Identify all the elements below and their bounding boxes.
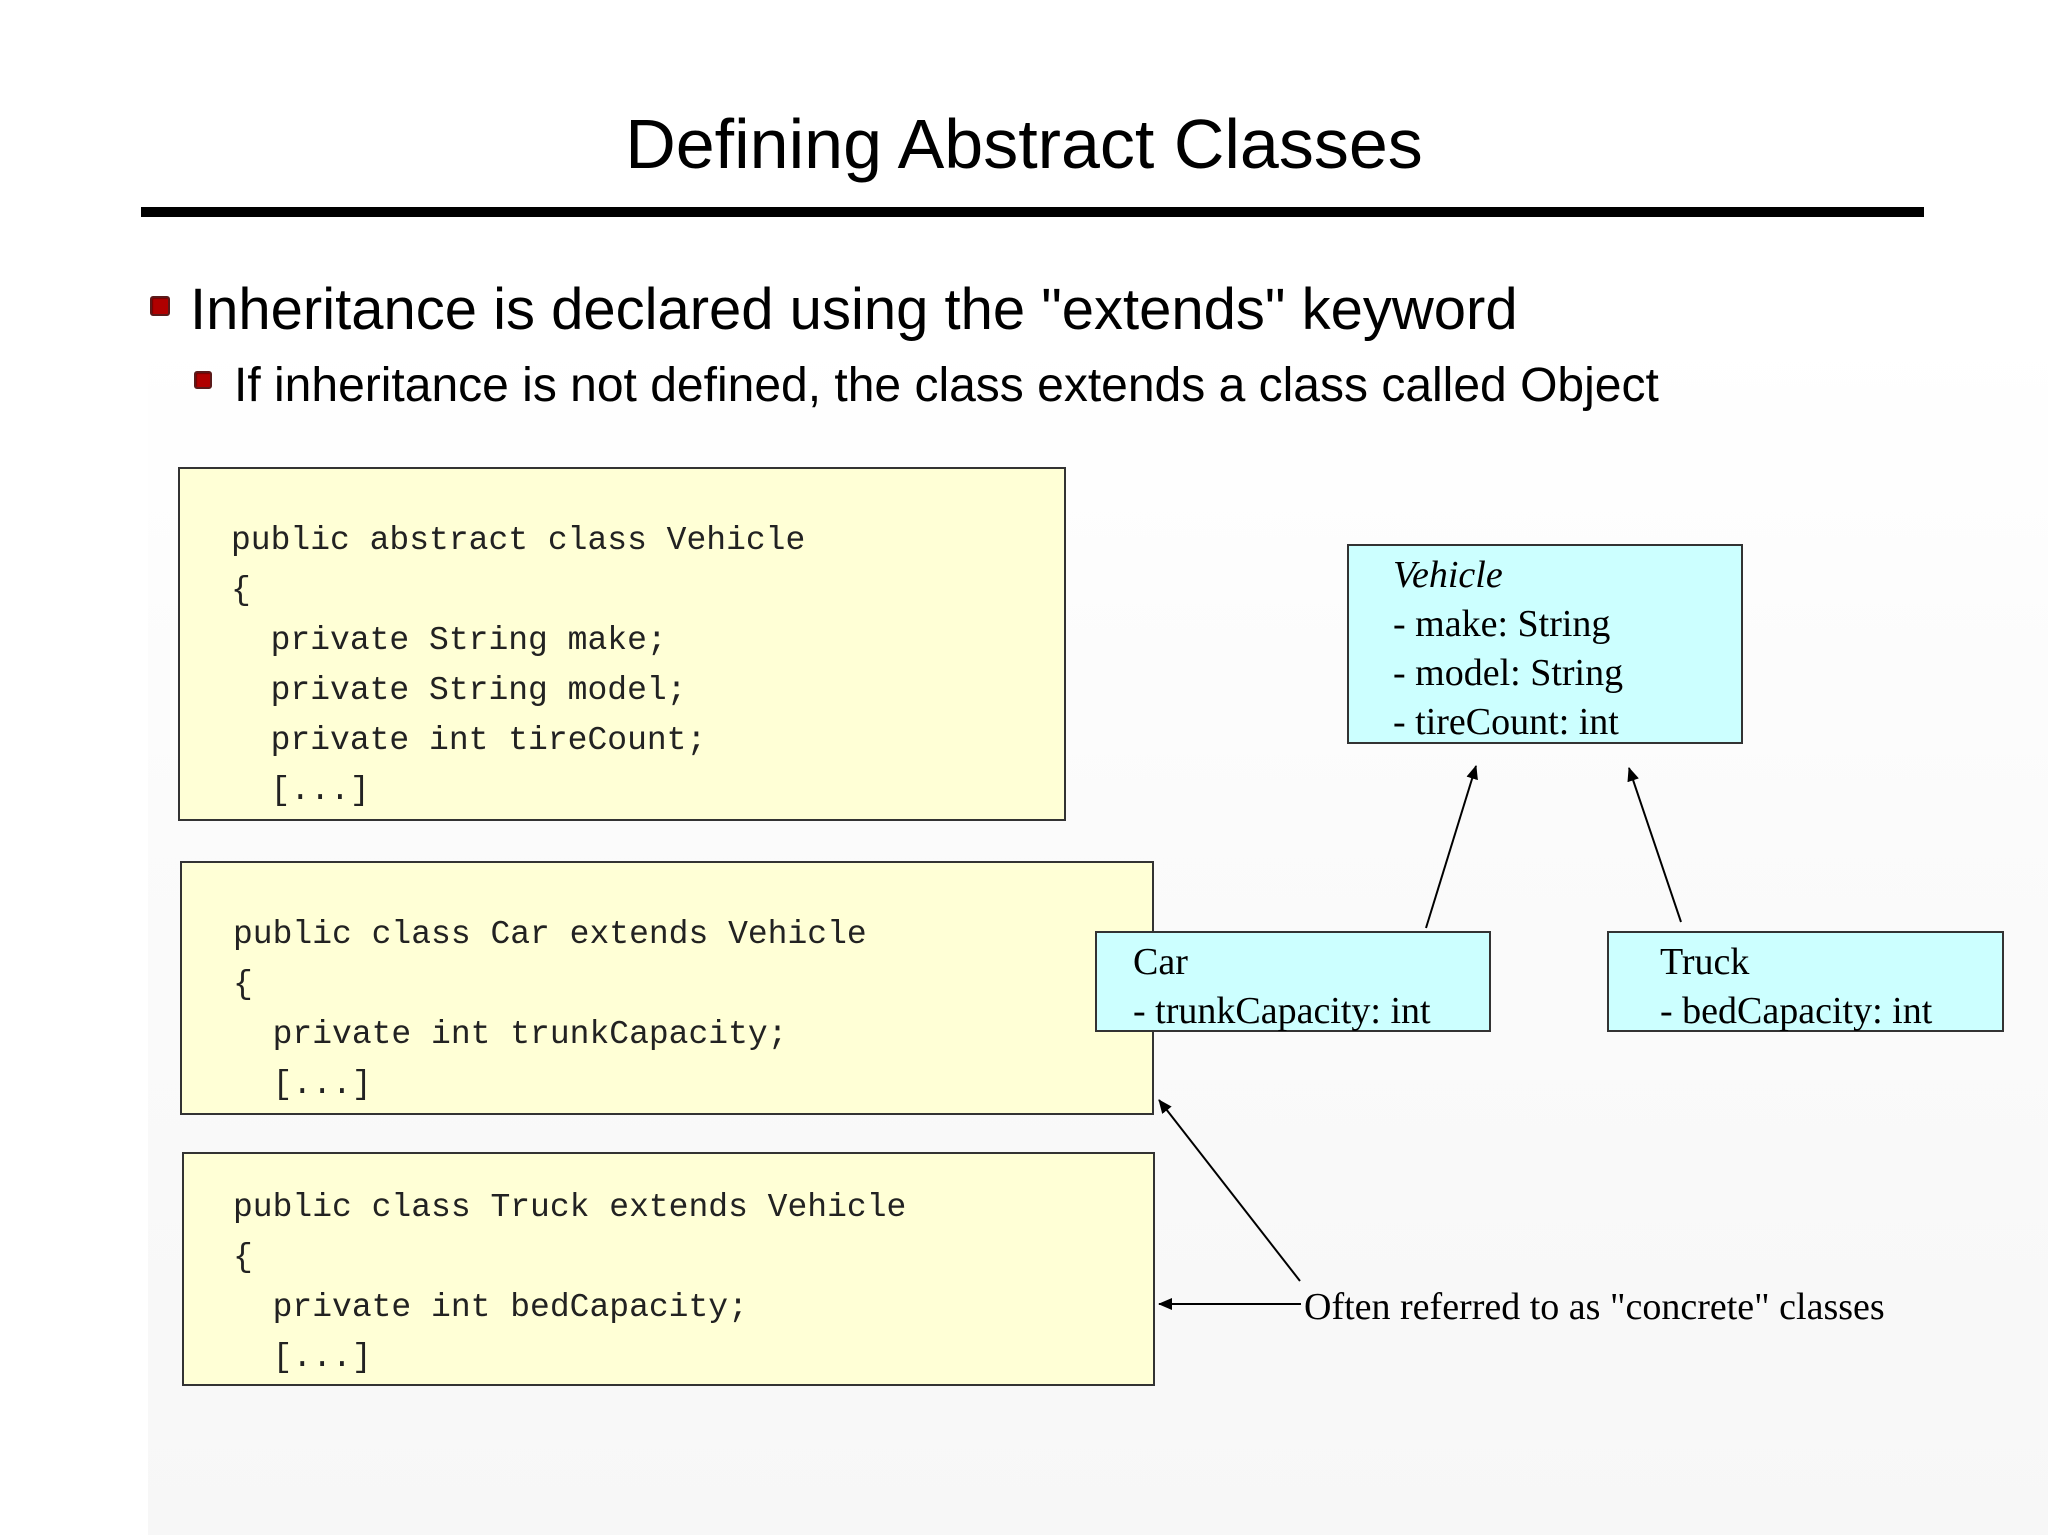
code-line: {	[233, 966, 253, 1003]
uml-attribute: - trunkCapacity: int	[1133, 990, 1431, 1032]
bullet-marker-icon	[150, 296, 170, 316]
annotation-concrete-classes: Often referred to as "concrete" classes	[1304, 1286, 1885, 1328]
uml-class-name: Vehicle	[1393, 554, 1503, 596]
code-line: public class Truck extends Vehicle	[233, 1189, 907, 1226]
code-line: private int bedCapacity;	[233, 1289, 748, 1326]
code-line: private String model;	[231, 672, 687, 709]
code-line: public abstract class Vehicle	[231, 522, 806, 559]
code-line: private int tireCount;	[231, 722, 707, 759]
uml-attribute: - tireCount: int	[1393, 701, 1619, 743]
uml-class-truck: Truck - bedCapacity: int	[1607, 931, 2004, 1032]
pointer-arrow-car-code	[1158, 1099, 1301, 1282]
code-line: public class Car extends Vehicle	[233, 916, 867, 953]
inheritance-arrow-car	[1425, 765, 1478, 929]
code-line: {	[231, 572, 251, 609]
bullet-marker-icon	[194, 371, 212, 389]
title-rule	[141, 207, 1924, 217]
uml-class-name: Car	[1133, 941, 1188, 983]
uml-attribute: - bedCapacity: int	[1660, 990, 1933, 1032]
uml-class-car: Car - trunkCapacity: int	[1095, 931, 1491, 1032]
code-block-car: public class Car extends Vehicle { priva…	[180, 861, 1154, 1115]
slide-title: Defining Abstract Classes	[625, 105, 1423, 183]
code-line: [...]	[233, 1339, 372, 1376]
code-block-vehicle: public abstract class Vehicle { private …	[178, 467, 1066, 821]
uml-class-name: Truck	[1660, 941, 1750, 983]
code-line: private int trunkCapacity;	[233, 1016, 788, 1053]
code-line: [...]	[233, 1066, 372, 1103]
uml-attribute: - make: String	[1393, 603, 1611, 645]
code-line: {	[233, 1239, 253, 1276]
code-line: private String make;	[231, 622, 667, 659]
code-block-truck: public class Truck extends Vehicle { pri…	[182, 1152, 1155, 1386]
uml-attribute: - model: String	[1393, 652, 1624, 694]
uml-class-vehicle: Vehicle - make: String - model: String -…	[1347, 544, 1743, 744]
inheritance-arrow-truck	[1627, 767, 1682, 923]
bullet-level-1: Inheritance is declared using the "exten…	[190, 277, 1518, 342]
code-line: [...]	[231, 772, 370, 809]
bullet-level-2: If inheritance is not defined, the class…	[234, 359, 1659, 412]
